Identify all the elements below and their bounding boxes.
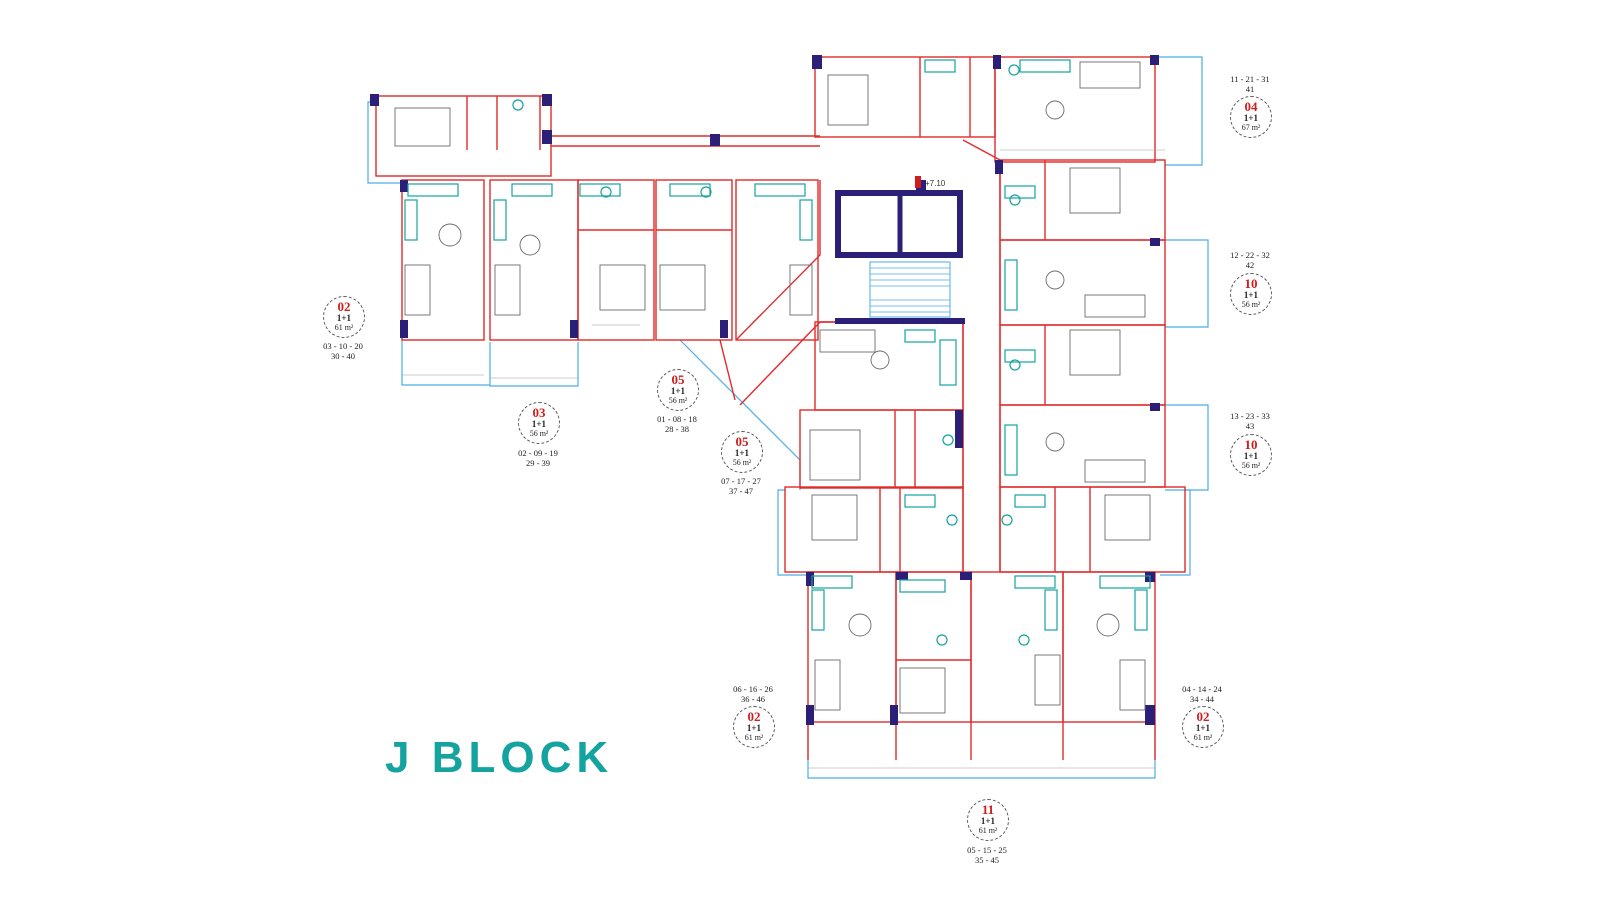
floors-line-1: 03 - 10 - 20 [323, 341, 363, 351]
unit-floors: 01 - 08 - 18 28 - 38 [642, 414, 712, 434]
floors-line-2: 35 - 45 [974, 855, 1000, 865]
unit-type: 1+1 [734, 448, 750, 458]
unit-floors: 13 - 23 - 33 43 [1215, 411, 1285, 431]
floors-line-2: 37 - 47 [728, 486, 754, 496]
floors-line-2: 34 - 44 [1189, 694, 1215, 704]
floors-line-1: 04 - 14 - 24 [1182, 684, 1222, 694]
unit-type: 1+1 [1243, 290, 1259, 300]
unit-floors: 07 - 17 - 27 37 - 47 [706, 476, 776, 496]
unit-badge: 02 1+1 61 m² [1182, 706, 1224, 748]
unit-badge: 05 1+1 56 m² [721, 431, 763, 473]
unit-area: 61 m² [978, 826, 998, 835]
unit-area: 56 m² [529, 429, 549, 438]
core [835, 190, 965, 324]
floors-line-1: 02 - 09 - 19 [518, 448, 558, 458]
unit-area: 61 m² [1193, 733, 1213, 742]
furniture [394, 61, 1151, 714]
unit-floors: 12 - 22 - 32 42 [1215, 250, 1285, 270]
unit-type: 1+1 [670, 386, 686, 396]
floors-line-1: 05 - 15 - 25 [967, 845, 1007, 855]
unit-badge: 05 1+1 56 m² [657, 369, 699, 411]
unit-area: 56 m² [1241, 300, 1261, 309]
floors-line-2: 41 [1245, 84, 1255, 94]
unit-number: 11 [981, 802, 995, 817]
pillars [370, 55, 1160, 725]
wall-outlines [375, 56, 1186, 760]
unit-number: 05 [671, 372, 685, 387]
floors-line-2: 30 - 40 [330, 351, 356, 361]
unit-floors: 04 - 14 - 24 34 - 44 [1167, 684, 1237, 704]
unit-type: 1+1 [1243, 451, 1259, 461]
unit-badge: 10 1+1 56 m² [1230, 434, 1272, 476]
unit-area: 67 m² [1241, 123, 1261, 132]
unit-type: 1+1 [336, 313, 352, 323]
floors-line-2: 43 [1245, 421, 1255, 431]
unit-number: 10 [1244, 276, 1258, 291]
unit-badge: 02 1+1 61 m² [323, 296, 365, 338]
unit-number: 05 [735, 434, 749, 449]
unit-floors: 05 - 15 - 25 35 - 45 [952, 845, 1022, 865]
floors-line-2: 42 [1245, 260, 1255, 270]
block-title: J BLOCK [385, 733, 614, 782]
unit-number: 04 [1244, 99, 1258, 114]
unit-type: 1+1 [1243, 113, 1259, 123]
fixtures [404, 59, 1151, 646]
unit-number: 02 [1196, 709, 1210, 724]
unit-area: 61 m² [334, 323, 354, 332]
unit-badge: 04 1+1 67 m² [1230, 96, 1272, 138]
unit-floors: 02 - 09 - 19 29 - 39 [503, 448, 573, 468]
unit-badge: 11 1+1 61 m² [967, 799, 1009, 841]
unit-type: 1+1 [531, 419, 547, 429]
floors-line-1: 12 - 22 - 32 [1230, 250, 1270, 260]
elevation-label: +7.10 [925, 179, 946, 188]
unit-area: 56 m² [732, 458, 752, 467]
unit-number: 02 [337, 299, 351, 314]
unit-floors: 06 - 16 - 26 36 - 46 [718, 684, 788, 704]
unit-type: 1+1 [746, 723, 762, 733]
unit-floors: 03 - 10 - 20 30 - 40 [308, 341, 378, 361]
floors-line-1: 01 - 08 - 18 [657, 414, 697, 424]
unit-badge: 02 1+1 61 m² [733, 706, 775, 748]
floors-line-1: 13 - 23 - 33 [1230, 411, 1270, 421]
unit-floors: 11 - 21 - 31 41 [1215, 74, 1285, 94]
dimension-lines [402, 149, 1165, 769]
floors-line-2: 36 - 46 [740, 694, 766, 704]
unit-type: 1+1 [980, 816, 996, 826]
unit-badge: 10 1+1 56 m² [1230, 273, 1272, 315]
unit-area: 56 m² [1241, 461, 1261, 470]
unit-badge: 03 1+1 56 m² [518, 402, 560, 444]
floors-line-1: 06 - 16 - 26 [733, 684, 773, 694]
floors-line-1: 07 - 17 - 27 [721, 476, 761, 486]
floors-line-2: 29 - 39 [525, 458, 551, 468]
elevation-marker: +7.10 [915, 176, 946, 188]
unit-number: 02 [747, 709, 761, 724]
unit-number: 10 [1244, 437, 1258, 452]
floors-line-2: 28 - 38 [664, 424, 690, 434]
unit-type: 1+1 [1195, 723, 1211, 733]
floors-line-1: 11 - 21 - 31 [1230, 74, 1270, 84]
unit-area: 61 m² [744, 733, 764, 742]
balcony-outlines [367, 56, 1209, 779]
unit-number: 03 [532, 405, 546, 420]
unit-area: 56 m² [668, 396, 688, 405]
